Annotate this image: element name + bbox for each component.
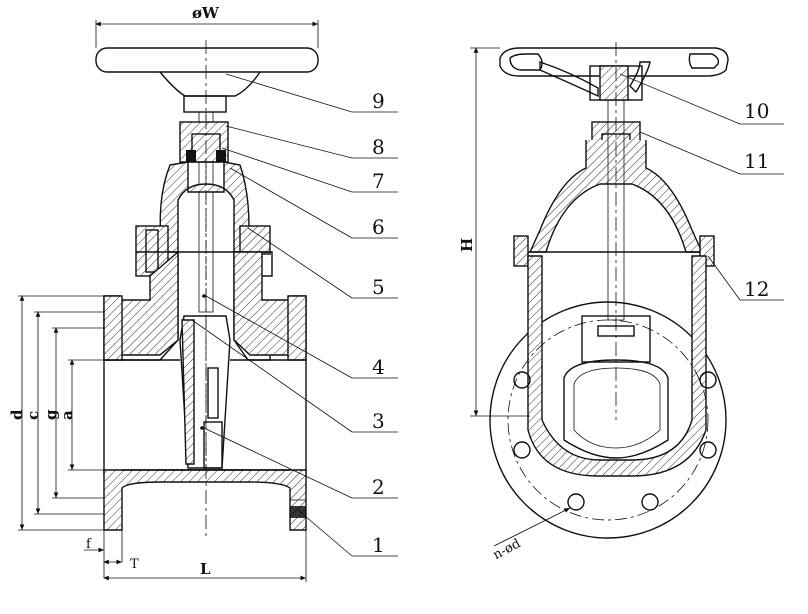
left-callouts: 9 8 7 6 5 4 3 2 1 <box>191 73 398 557</box>
dim-d: d <box>8 409 26 420</box>
callout-8: 8 <box>372 135 385 159</box>
callout-3: 3 <box>372 409 385 433</box>
wedge-left <box>179 294 231 469</box>
callout-10: 10 <box>744 99 769 123</box>
callout-7: 7 <box>372 169 385 193</box>
handwheel-right <box>499 47 729 101</box>
dim-holes: n-ød <box>491 536 524 563</box>
dim-handwheel-dia: øW <box>192 4 220 22</box>
right-callouts: 10 11 12 <box>619 73 784 301</box>
left-dimensions: øW d c g a f T L <box>8 4 319 582</box>
callout-11: 11 <box>744 149 769 173</box>
dim-T: T <box>130 557 139 572</box>
dim-c: c <box>24 411 42 420</box>
flange-outline <box>489 301 727 539</box>
dim-a: a <box>58 410 76 420</box>
callout-5: 5 <box>372 275 385 299</box>
dim-L: L <box>200 560 211 578</box>
right-section-view <box>489 42 729 539</box>
handwheel-left <box>95 47 319 113</box>
dim-g: g <box>42 409 60 420</box>
dim-f: f <box>86 537 92 552</box>
callout-4: 4 <box>372 355 385 379</box>
callout-6: 6 <box>372 215 385 239</box>
gland-left <box>179 121 229 163</box>
body-right <box>489 255 727 539</box>
callout-2: 2 <box>372 475 385 499</box>
dim-H: H <box>458 238 476 252</box>
bonnet-right <box>513 121 715 267</box>
callout-12: 12 <box>744 277 769 301</box>
body-left <box>103 250 307 531</box>
callout-9: 9 <box>372 89 385 113</box>
callout-1: 1 <box>372 533 385 557</box>
right-dimensions: H n-ød <box>458 47 571 563</box>
left-section-view <box>95 40 319 540</box>
